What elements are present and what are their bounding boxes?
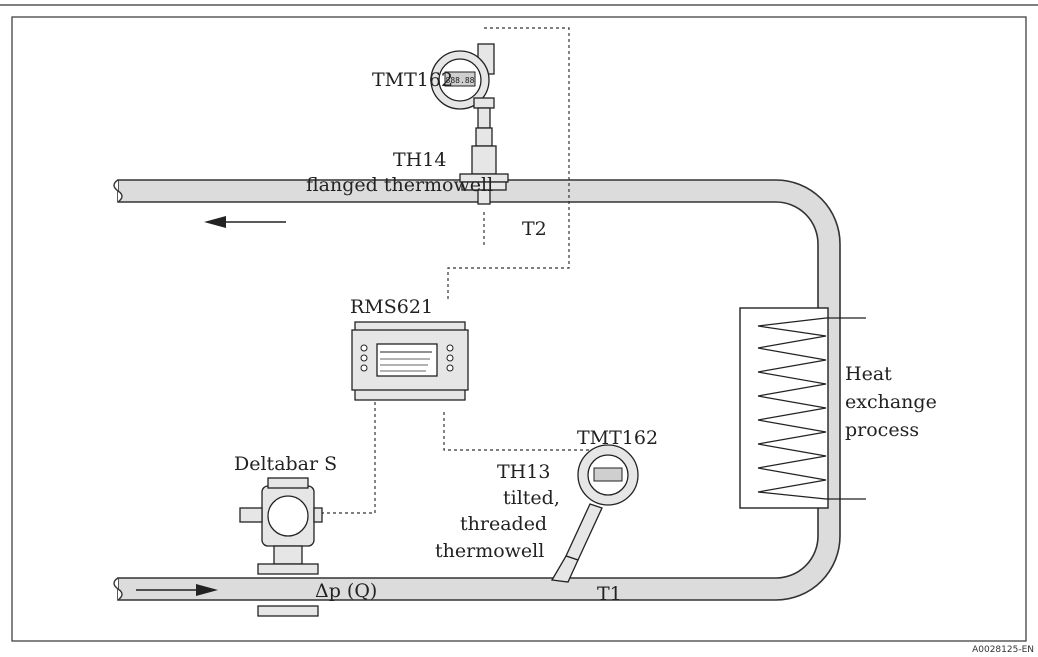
label-exchange: exchange <box>845 391 937 413</box>
pipe-break-bottom <box>113 577 123 601</box>
label-deltabar-s: Deltabar S <box>234 453 337 475</box>
label-th14: TH14 <box>393 149 446 171</box>
label-t1: T1 <box>597 583 622 605</box>
svg-text:888.88: 888.88 <box>446 76 475 85</box>
tmt162-top-device: 888.88 <box>430 43 509 205</box>
flow-arrow-bottom <box>136 584 218 596</box>
tmt162-bottom-device <box>550 444 639 583</box>
pipe-loop <box>117 179 841 601</box>
diagram-frame <box>11 16 1027 642</box>
figure-code: A0028125-EN <box>972 645 1034 655</box>
label-dp-q: Δp (Q) <box>315 580 377 602</box>
label-th13-threaded: threaded <box>460 513 547 535</box>
deltabar-s-device <box>239 477 323 617</box>
label-t2: T2 <box>522 218 547 240</box>
label-rms621: RMS621 <box>350 296 433 318</box>
label-th13: TH13 <box>497 461 550 483</box>
label-tmt162-top: TMT162 <box>372 69 453 91</box>
label-heat: Heat <box>845 363 892 385</box>
signal-line-tmt-bottom <box>443 412 600 451</box>
flow-arrow-top <box>204 216 286 228</box>
rms621-device <box>351 321 469 401</box>
label-th14-desc: flanged thermowell <box>306 174 493 196</box>
label-process: process <box>845 419 919 441</box>
label-th13-thermowell: thermowell <box>435 540 544 562</box>
signal-line-tmt-top <box>447 27 570 300</box>
signal-line-deltabar <box>318 402 376 514</box>
label-th13-tilted: tilted, <box>503 487 560 509</box>
label-tmt162-bottom: TMT162 <box>577 427 658 449</box>
heat-exchanger <box>739 307 866 509</box>
pipe-break-top <box>113 179 123 203</box>
